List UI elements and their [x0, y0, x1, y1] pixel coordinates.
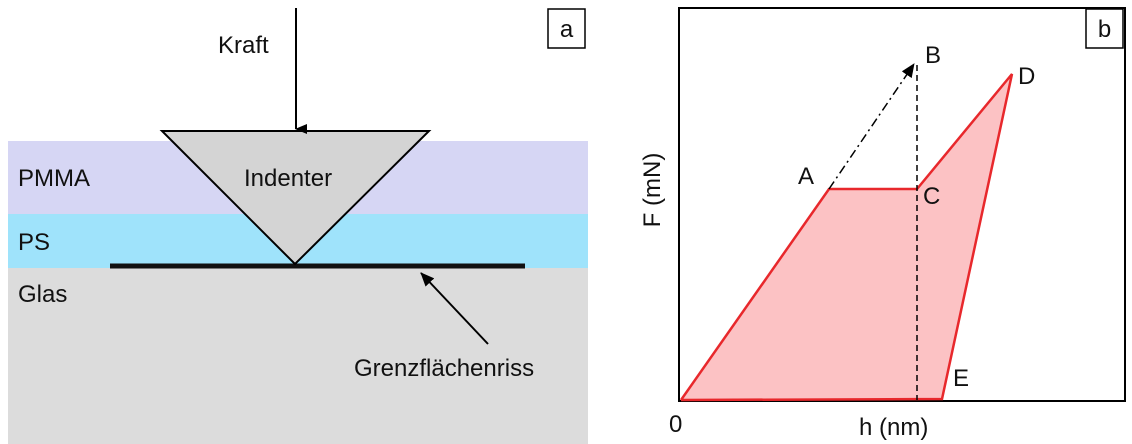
extrapolation-line-a-b — [828, 63, 915, 190]
point-label-a: A — [798, 163, 814, 190]
layer-label-pmma: PMMA — [18, 165, 90, 192]
panel-b-tag: b — [1098, 16, 1111, 43]
panel-b-tag-box — [1085, 8, 1124, 49]
indenter-label: Indenter — [244, 165, 332, 192]
load-unload-area — [681, 74, 1012, 400]
crack-arrow — [420, 272, 489, 345]
x-axis-label: h (nm) — [859, 414, 928, 441]
panel-b: A B C D E 0 h (nm) F (mN) b — [639, 7, 1126, 441]
crack-label: Grenzflächenriss — [354, 355, 534, 382]
panel-a-tag: a — [560, 16, 574, 43]
point-label-c: C — [923, 183, 940, 210]
layer-glas — [8, 268, 588, 444]
point-label-e: E — [953, 365, 969, 392]
origin-label: 0 — [669, 411, 682, 438]
force-label: Kraft — [218, 32, 269, 59]
y-axis-label: F (mN) — [639, 153, 666, 228]
load-curve — [679, 73, 1014, 402]
layer-label-glas: Glas — [18, 281, 67, 308]
layer-label-ps: PS — [18, 229, 50, 256]
point-label-b: B — [925, 42, 941, 69]
panel-a-tag-box — [547, 8, 586, 49]
panel-a: PMMA PS Glas Indenter Kraft Grenzflächen… — [8, 8, 588, 444]
point-label-d: D — [1018, 63, 1035, 90]
